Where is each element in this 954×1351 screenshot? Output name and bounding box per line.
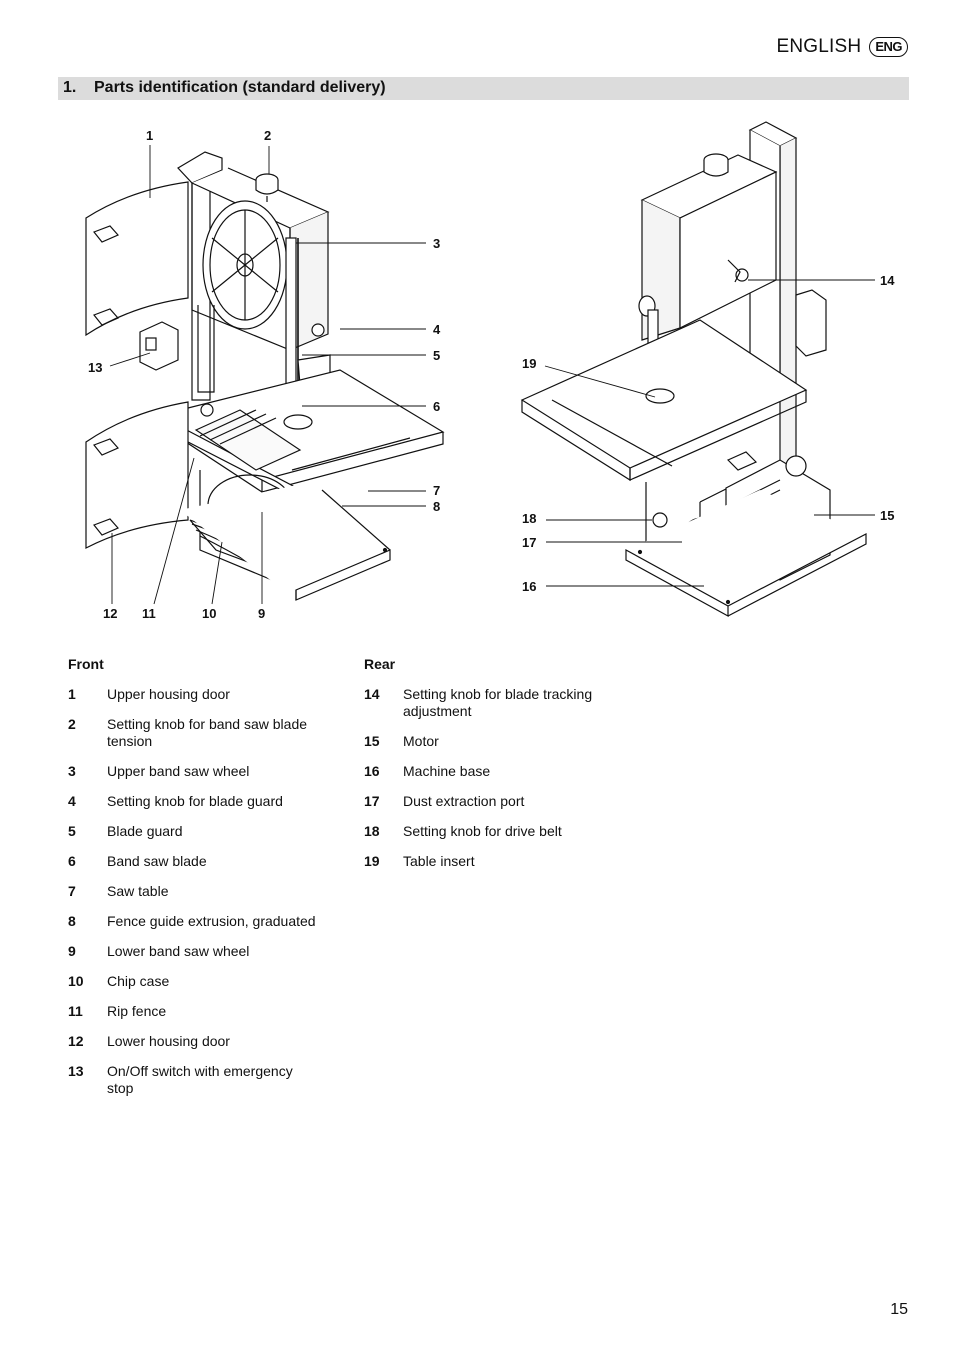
legend-item: 7 Saw table [68, 883, 318, 900]
legend-front-heading: Front [68, 656, 104, 672]
legend-item: 11 Rip fence [68, 1003, 318, 1020]
legend-item-label: Saw table [107, 883, 169, 899]
legend-item-number: 7 [68, 883, 76, 899]
legend-item: 13 On/Off switch with emergency stop [68, 1063, 318, 1097]
legend-item-label: Rip fence [107, 1003, 167, 1019]
legend-item-number: 18 [364, 823, 380, 839]
callout-19: 19 [522, 356, 536, 371]
legend-item-number: 4 [68, 793, 76, 809]
legend-item-label: Blade guard [107, 823, 183, 839]
legend-item-number: 8 [68, 913, 76, 929]
front-view-illustration [85, 151, 445, 601]
legend-item-number: 15 [364, 733, 380, 749]
legend-item-label: On/Off switch with emergency stop [107, 1063, 293, 1096]
callout-8: 8 [433, 499, 440, 514]
legend-item-number: 9 [68, 943, 76, 959]
legend-item-label: Upper housing door [107, 686, 230, 702]
language-badge: ENG [869, 37, 908, 57]
callout-2: 2 [264, 128, 271, 143]
legend-item-number: 19 [364, 853, 380, 869]
legend-rear: Rear 14 Setting knob for blade tracking a… [364, 656, 624, 883]
callout-12: 12 [103, 606, 117, 621]
legend-item-label: Chip case [107, 973, 170, 989]
legend-item-label: Setting knob for drive belt [403, 823, 562, 839]
legend-item-number: 13 [68, 1063, 84, 1079]
legend-item-number: 10 [68, 973, 84, 989]
legend-item-number: 12 [68, 1033, 84, 1049]
legend-item-number: 2 [68, 716, 76, 732]
legend-item: 6 Band saw blade [68, 853, 318, 870]
callout-6: 6 [433, 399, 440, 414]
callout-10: 10 [202, 606, 216, 621]
callout-5: 5 [433, 348, 440, 363]
legend-item-number: 11 [68, 1003, 83, 1019]
legend-item-label: Dust extraction port [403, 793, 525, 809]
legend-item-label: Setting knob for blade guard [107, 793, 283, 809]
legend-rear-heading: Rear [364, 656, 396, 672]
legend-item-label: Machine base [403, 763, 491, 779]
legend-item: 12 Lower housing door [68, 1033, 318, 1050]
legend-item: 9 Lower band saw wheel [68, 943, 318, 960]
legend-item: 2 Setting knob for band saw blade tension [68, 716, 318, 750]
legend-item-number: 3 [68, 763, 76, 779]
legend-item-number: 6 [68, 853, 76, 869]
legend-item-label: Band saw blade [107, 853, 207, 869]
legend-item-label: Lower housing door [107, 1033, 230, 1049]
section-number: 1. [63, 79, 77, 96]
callout-18: 18 [522, 511, 536, 526]
legend-item: 1 Upper housing door [68, 686, 318, 703]
page-number: 15 [890, 1301, 908, 1318]
legend-item-number: 16 [364, 763, 380, 779]
legend-item-number: 17 [364, 793, 380, 809]
legend-item-label: Setting knob for band saw blade tension [107, 716, 308, 749]
legend-item: 5 Blade guard [68, 823, 318, 840]
legend-item: 4 Setting knob for blade guard [68, 793, 318, 810]
legend-item: 3 Upper band saw wheel [68, 763, 318, 780]
callout-11: 11 [142, 606, 156, 621]
legend-item-label: Upper band saw wheel [107, 763, 250, 779]
callout-1: 1 [146, 128, 153, 143]
callout-9: 9 [258, 606, 265, 621]
bandsaw-parts-figure: 1 2 3 4 5 6 7 8 9 10 11 12 13 14 15 16 1… [85, 121, 895, 621]
legend-item-number: 5 [68, 823, 76, 839]
legend-item: 14 Setting knob for blade tracking adjust… [364, 686, 624, 720]
legend-item-label: Motor [403, 733, 439, 749]
legend-item-label: Fence guide extrusion, graduated [107, 913, 316, 929]
legend-item: 15 Motor [364, 733, 624, 750]
callout-13: 13 [88, 360, 102, 375]
legend-item: 19 Table insert [364, 853, 624, 870]
section-title: Parts identification (standard delivery) [94, 79, 386, 96]
legend-item: 8 Fence guide extrusion, graduated [68, 913, 318, 930]
legend-item: 10 Chip case [68, 973, 318, 990]
callout-16: 16 [522, 579, 536, 594]
legend-item-label: Setting knob for blade tracking adjustme… [403, 686, 593, 719]
legend-item: 16 Machine base [364, 763, 624, 780]
language-label: ENGLISH [776, 36, 862, 57]
legend-item-label: Table insert [403, 853, 475, 869]
legend-item: 18 Setting knob for drive belt [364, 823, 624, 840]
callout-14: 14 [880, 273, 895, 288]
callout-4: 4 [433, 322, 441, 337]
legend-item: 17 Dust extraction port [364, 793, 624, 810]
callout-15: 15 [880, 508, 894, 523]
legend-item-number: 1 [68, 686, 76, 702]
legend-item-number: 14 [364, 686, 380, 702]
language-indicator: ENGLISH ENG [776, 36, 908, 58]
callout-17: 17 [522, 535, 536, 550]
legend-rear-list: 14 Setting knob for blade tracking adjust… [364, 686, 624, 870]
section-heading: 1. Parts identification (standard delive… [58, 77, 909, 100]
rear-view-illustration [520, 121, 867, 618]
legend-front-list: 1 Upper housing door 2 Setting knob for ban… [68, 686, 318, 1097]
callout-7: 7 [433, 483, 440, 498]
callout-3: 3 [433, 236, 440, 251]
legend-item-label: Lower band saw wheel [107, 943, 250, 959]
